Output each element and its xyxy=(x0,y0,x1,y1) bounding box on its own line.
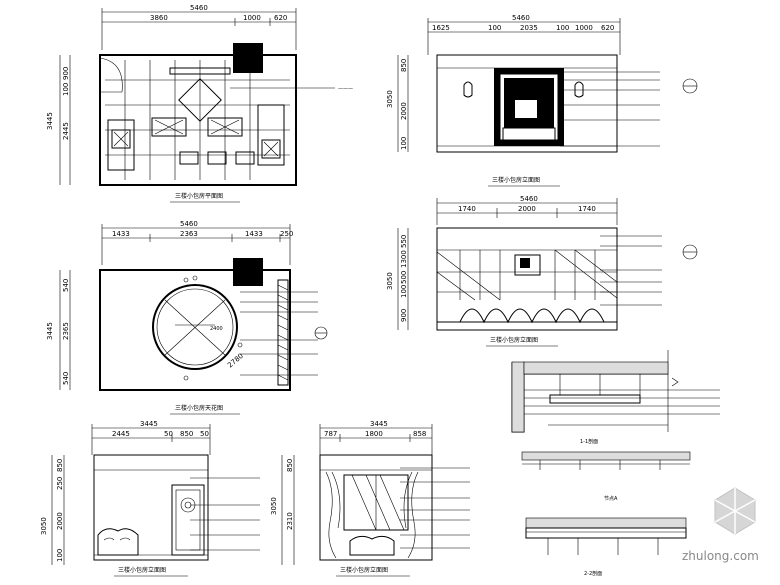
plan2-dim-left-1: 540 xyxy=(62,279,70,292)
elevD-dim-total: 3445 xyxy=(370,420,388,428)
elevC-dim-left-total: 3050 xyxy=(40,517,48,535)
detail-label-3: 2-2剖面 xyxy=(584,570,602,577)
elevC-dim-left-2: 250 xyxy=(56,477,64,490)
plan2-dim-seg3: 1433 xyxy=(245,230,263,238)
elevB-title: 三楼小包房立面图 xyxy=(490,336,538,344)
elevA-dim-left-1: 850 xyxy=(400,59,408,72)
elevC-dim-seg3: 850 xyxy=(180,430,193,438)
elevB-dim-seg3: 1740 xyxy=(578,205,596,213)
elevC-dim-left-1: 850 xyxy=(56,459,64,472)
elevB-dim-seg2: 2000 xyxy=(518,205,536,213)
elevC-dim-seg1: 2445 xyxy=(112,430,130,438)
plan2-dim-total: 5460 xyxy=(180,220,198,228)
elevD-title: 三楼小包房立面图 xyxy=(340,566,388,574)
plan1-dim-left-2: 100 xyxy=(62,83,70,96)
elevC-title: 三楼小包房立面图 xyxy=(118,566,166,574)
watermark-logo xyxy=(714,487,756,535)
elevB-dim-total: 5460 xyxy=(520,195,538,203)
elevD-dim-left-total: 3050 xyxy=(270,497,278,515)
detail-label-2: 节点A xyxy=(604,496,618,502)
elevB-dim-left-4: 100 xyxy=(400,285,408,298)
detail-sections: 1-1剖面 节点A 2-2剖面 xyxy=(511,350,720,577)
elevA-dim-seg2: 100 xyxy=(488,24,501,32)
elevA-dim-seg4: 100 xyxy=(556,24,569,32)
elevA-dim-seg1: 1625 xyxy=(432,24,450,32)
plan2-circle-note: 2400 xyxy=(210,326,223,332)
elevation-c: 3445 2445 50 850 50 3050 850 250 2000 10… xyxy=(40,420,260,577)
elevA-dim-seg6: 620 xyxy=(601,24,614,32)
elevB-dim-left-2: 1300 xyxy=(400,250,408,268)
svg-text:———: ——— xyxy=(338,86,353,92)
elevation-d: 3445 787 1800 858 3050 850 2310 三楼小包房立面图 xyxy=(270,420,470,577)
plan1-dim-left-3: 2445 xyxy=(62,122,70,140)
plan1-dim-left-1: 900 xyxy=(62,67,70,80)
plan2-dim-left-2: 2365 xyxy=(62,322,70,340)
elevC-dim-total: 3445 xyxy=(140,420,158,428)
plan1-dim-seg1: 3860 xyxy=(150,14,168,22)
elevB-dim-left-total: 3050 xyxy=(386,272,394,290)
plan1-dim-seg3: 620 xyxy=(274,14,287,22)
plan1-dim-total: 5460 xyxy=(190,4,208,12)
elevC-dim-left-3: 2000 xyxy=(56,512,64,530)
plan1-title: 三楼小包房平面图 xyxy=(175,192,223,200)
floor-plan: 5460 3860 1000 620 3445 900 100 2445 xyxy=(46,4,353,203)
elevD-dim-left-1: 850 xyxy=(286,459,294,472)
elevD-dim-seg1: 787 xyxy=(324,430,337,438)
elevA-dim-left-3: 100 xyxy=(400,137,408,150)
plan2-title: 三楼小包房天花图 xyxy=(175,404,223,412)
plan2-dim-seg2: 2363 xyxy=(180,230,198,238)
plan2-circle-dim: 2780 xyxy=(226,352,245,370)
elevation-a: 5460 1625 100 2035 100 1000 620 3050 850… xyxy=(386,14,698,187)
plan2-dim-left-total: 3445 xyxy=(46,322,54,340)
elevC-dim-left-4: 100 xyxy=(56,549,64,562)
elevB-dim-seg1: 1740 xyxy=(458,205,476,213)
elevB-dim-left-3: 500 xyxy=(400,271,408,284)
plan2-dim-seg1: 1433 xyxy=(112,230,130,238)
plan1-dim-seg2: 1000 xyxy=(243,14,261,22)
elevB-dim-left-1: 550 xyxy=(400,235,408,248)
elevA-dim-seg3: 2035 xyxy=(520,24,538,32)
watermark-text: zhulong.com xyxy=(682,549,759,563)
elevA-dim-left-2: 2000 xyxy=(400,102,408,120)
elevD-dim-seg2: 1800 xyxy=(365,430,383,438)
plan1-dim-left-total: 3445 xyxy=(46,112,54,130)
elevA-dim-seg5: 1000 xyxy=(575,24,593,32)
detail-label-1: 1-1剖面 xyxy=(580,438,598,445)
ceiling-plan: 5460 1433 2363 1433 250 3445 540 2365 54… xyxy=(46,220,328,415)
elevA-dim-total: 5460 xyxy=(512,14,530,22)
plan2-dim-seg4: 250 xyxy=(280,230,293,238)
elevC-dim-seg2: 50 xyxy=(164,430,173,438)
elevD-dim-left-2: 2310 xyxy=(286,512,294,530)
plan2-dim-left-3: 540 xyxy=(62,372,70,385)
elevation-b: 5460 1740 2000 1740 3050 550 1300 500 10… xyxy=(386,195,698,347)
elevA-dim-left-total: 3050 xyxy=(386,90,394,108)
elevB-dim-left-5: 900 xyxy=(400,309,408,322)
elevD-dim-seg3: 858 xyxy=(413,430,426,438)
elevC-dim-seg4: 50 xyxy=(200,430,209,438)
elevA-title: 三楼小包房立面图 xyxy=(492,176,540,184)
